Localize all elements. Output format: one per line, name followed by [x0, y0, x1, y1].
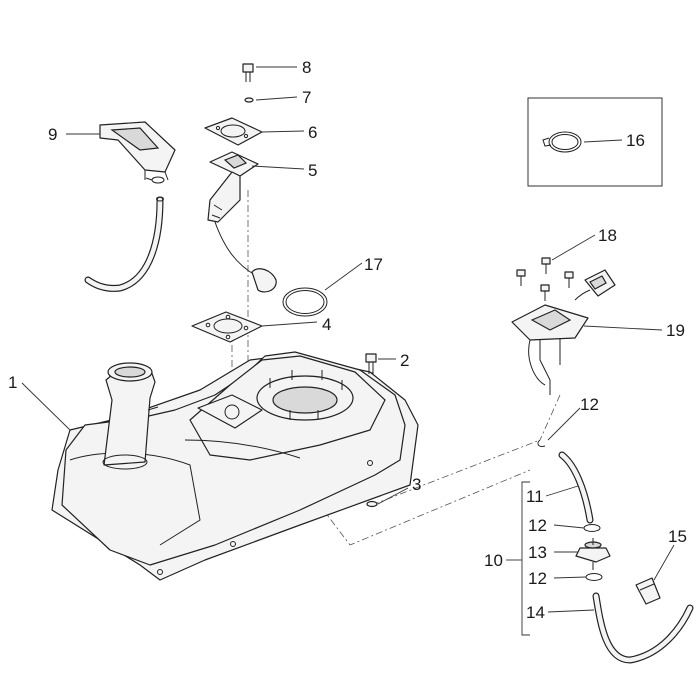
callout-12-mid: 12 — [528, 516, 547, 535]
callout-18: 18 — [598, 226, 617, 245]
inset-box — [527, 97, 663, 187]
washer-3 — [366, 500, 378, 508]
fuel-pump-19 — [511, 269, 616, 395]
filler-bracket — [99, 121, 176, 184]
gasket-4 — [191, 311, 263, 343]
callout-1: 1 — [8, 373, 17, 392]
callout-6: 6 — [308, 123, 317, 142]
callout-16: 16 — [626, 131, 645, 150]
callout-14: 14 — [526, 603, 545, 622]
leader-lines — [21, 66, 675, 613]
callout-12-top: 12 — [580, 395, 599, 414]
callout-11: 11 — [526, 487, 544, 506]
callout-19: 19 — [666, 321, 685, 340]
callout-17: 17 — [364, 255, 383, 274]
callout-labels: 8 7 6 5 9 16 17 4 2 1 3 18 19 12 11 12 1… — [8, 58, 687, 622]
callout-2: 2 — [400, 351, 409, 370]
breather-hose-left — [84, 196, 164, 292]
fuel-level-sender-5 — [207, 151, 277, 293]
washer-7 — [244, 97, 254, 103]
callout-3: 3 — [412, 475, 421, 494]
vent-hose-assembly-10 — [521, 439, 694, 664]
callout-15: 15 — [668, 527, 687, 546]
callout-8: 8 — [302, 58, 311, 77]
callout-5: 5 — [308, 161, 317, 180]
screws-18 — [516, 257, 574, 301]
callout-12-low: 12 — [528, 569, 547, 588]
fuel-tank — [51, 351, 419, 581]
o-ring-17 — [282, 287, 328, 317]
callout-4: 4 — [322, 315, 331, 334]
callout-13: 13 — [528, 543, 547, 562]
callout-10: 10 — [484, 551, 503, 570]
screw-2 — [365, 353, 377, 374]
callout-9: 9 — [48, 125, 57, 144]
callout-7: 7 — [302, 88, 311, 107]
screw-8 — [242, 63, 254, 82]
sender-plate-6 — [204, 117, 263, 146]
